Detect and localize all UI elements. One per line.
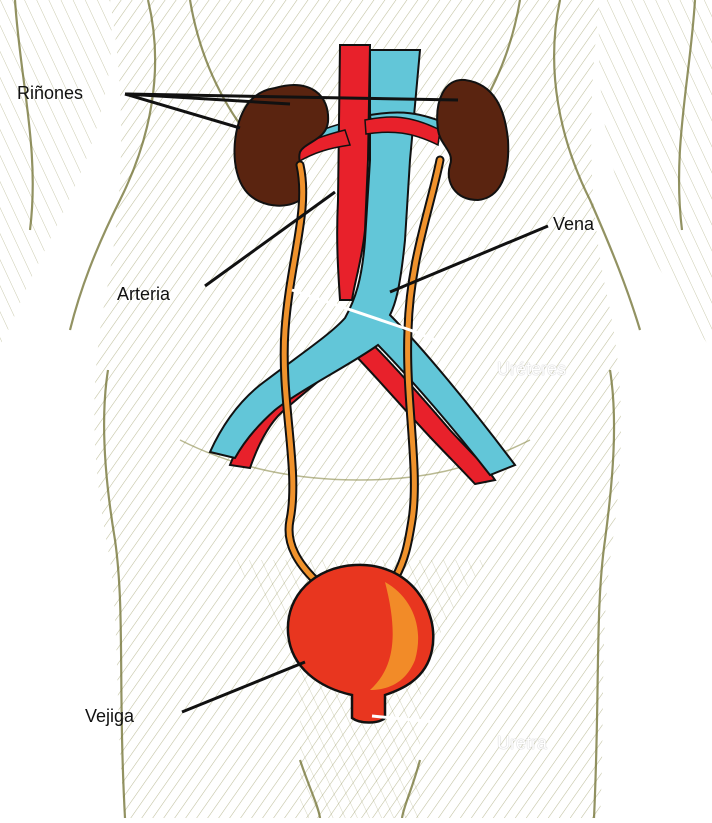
label-kidneys: Riñones [17, 84, 83, 102]
label-urethra: Uretra [497, 734, 547, 752]
label-ureters: Uréteres [497, 360, 566, 378]
label-bladder: Vejiga [85, 707, 134, 725]
label-artery: Arteria [117, 285, 170, 303]
label-vein: Vena [553, 215, 594, 233]
